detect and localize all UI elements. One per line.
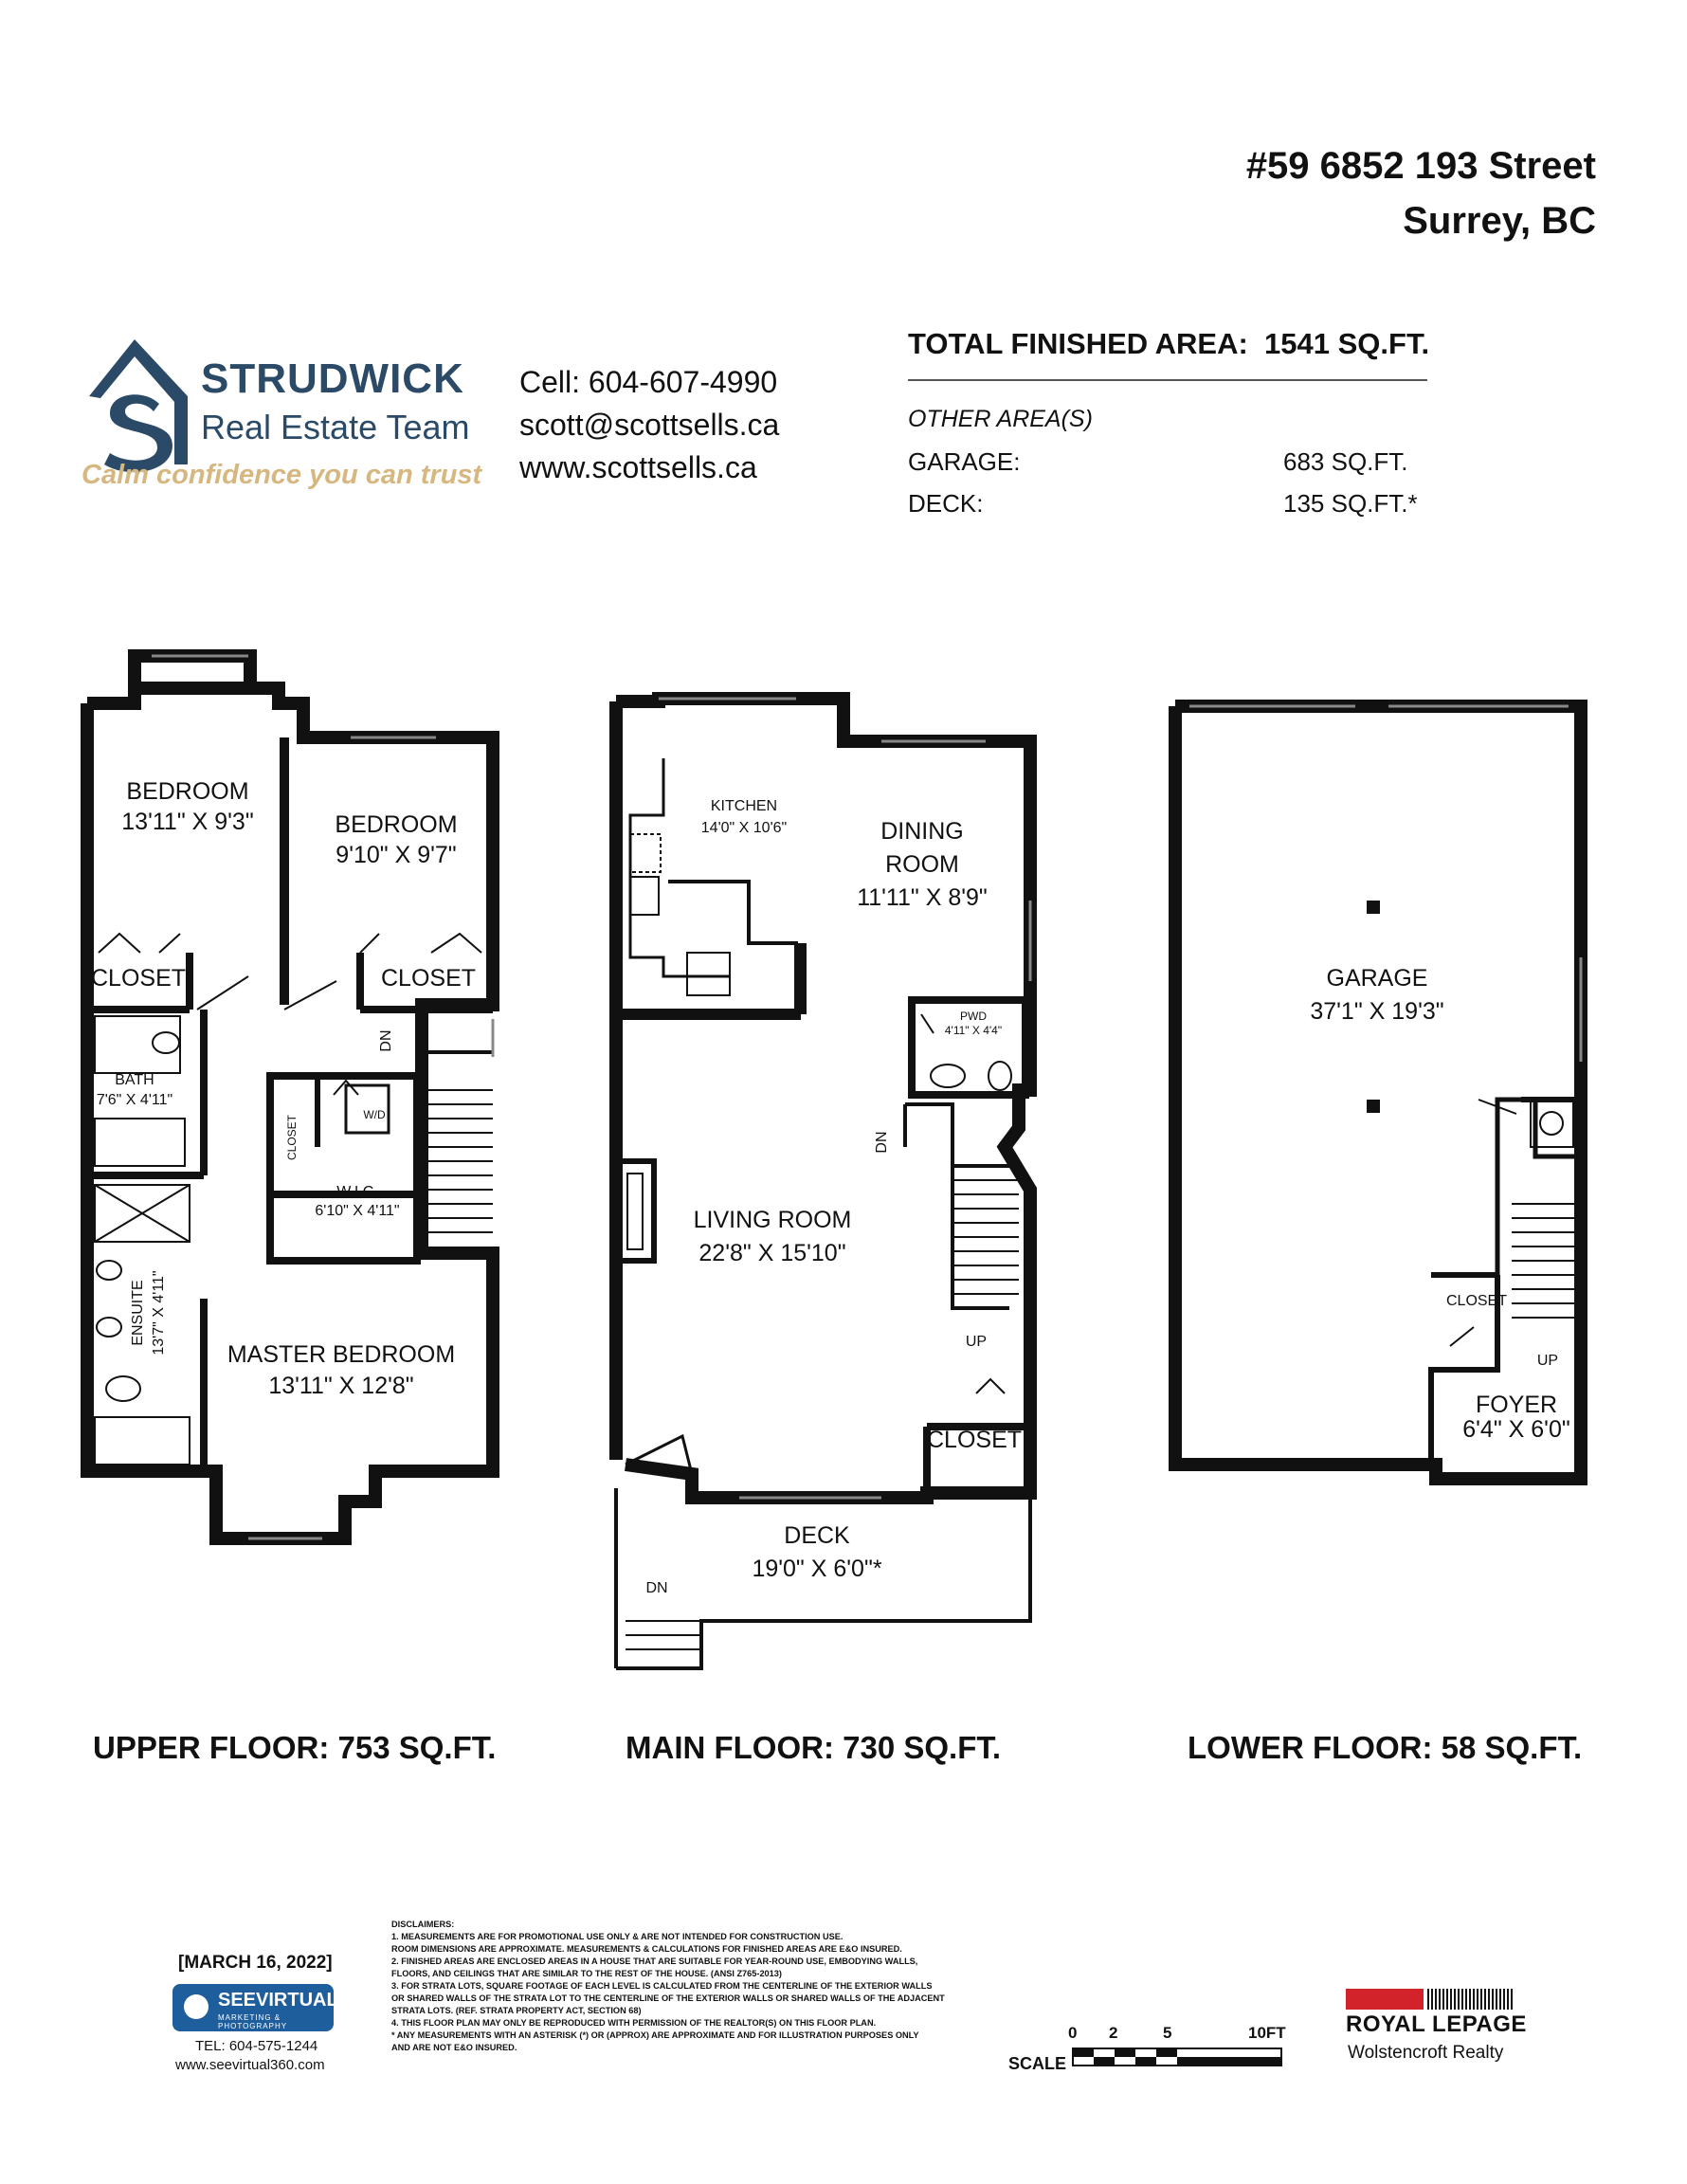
other-areas-label: OTHER AREA(S) bbox=[908, 406, 1093, 432]
royal-lepage-logo-icon bbox=[1346, 1989, 1513, 2010]
room-upper-master-name: MASTER BEDROOM bbox=[227, 1341, 455, 1368]
room-main-dining-dim: 11'11" X 8'9" bbox=[857, 884, 988, 911]
disclaimer-line: 4. THIS FLOOR PLAN MAY ONLY BE REPRODUCE… bbox=[391, 2018, 877, 2028]
area-value: 135 SQ.FT.* bbox=[1283, 489, 1418, 518]
area-label: DECK: bbox=[908, 489, 984, 518]
room-main-closet: CLOSET bbox=[927, 1427, 1022, 1453]
scale-tick: 10FT bbox=[1248, 2024, 1286, 2042]
room-main-kitchen-dim: 14'0" X 10'6" bbox=[701, 820, 787, 836]
room-main-deck-name: DECK bbox=[784, 1522, 850, 1549]
property-address-line1: #59 6852 193 Street bbox=[1245, 145, 1596, 187]
room-upper-bedroom-2-name: BEDROOM bbox=[335, 811, 457, 838]
room-main-pwd-dim: 4'11" X 4'4" bbox=[945, 1024, 1002, 1037]
room-lower-up-label: UP bbox=[1537, 1353, 1558, 1369]
room-upper-bath-dim: 7'6" X 4'11" bbox=[97, 1092, 172, 1108]
upper-floor-plan bbox=[81, 649, 499, 1545]
disclaimer-line: 1. MEASUREMENTS ARE FOR PROMOTIONAL USE … bbox=[391, 1932, 844, 1941]
room-main-living-dim: 22'8" X 15'10" bbox=[698, 1240, 845, 1266]
room-lower-garage-name: GARAGE bbox=[1327, 965, 1428, 992]
room-upper-washer-dryer: W/D bbox=[363, 1108, 386, 1121]
upper-floor-label: UPPER FLOOR: 753 SQ.FT. bbox=[93, 1730, 497, 1765]
room-upper-ensuite-dim: 13'7" X 4'11" bbox=[151, 1270, 167, 1355]
room-lower-garage-dim: 37'1" X 19'3" bbox=[1310, 998, 1443, 1025]
brand-name: STRUDWICK bbox=[201, 355, 464, 402]
garage-post-icon bbox=[1367, 1100, 1380, 1113]
disclaimer-line: STRATA LOTS. (REF. STRATA PROPERTY ACT, … bbox=[391, 2006, 642, 2015]
disclaimers: DISCLAIMERS: 1. MEASUREMENTS ARE FOR PRO… bbox=[391, 1919, 979, 2054]
strudwick-logo-icon bbox=[89, 339, 188, 473]
lower-floor-plan bbox=[1169, 700, 1587, 1485]
disclaimer-line: OR SHARED WALLS OF THE STRATA LOT TO THE… bbox=[391, 1993, 945, 2003]
room-upper-closet-1: CLOSET bbox=[91, 965, 186, 992]
seevirtual-globe-icon bbox=[184, 1994, 209, 2019]
disclaimer-line: ROOM DIMENSIONS ARE APPROXIMATE. MEASURE… bbox=[391, 1944, 902, 1954]
plan-date: [MARCH 16, 2022] bbox=[178, 1953, 333, 1973]
room-upper-master-dim: 13'11" X 12'8" bbox=[268, 1373, 413, 1399]
room-main-dining-name-1: DINING bbox=[880, 818, 964, 845]
total-finished-area: TOTAL FINISHED AREA: 1541 SQ.FT. bbox=[908, 327, 1429, 361]
room-main-dining-name-2: ROOM bbox=[885, 851, 959, 878]
room-upper-bedroom-1-name: BEDROOM bbox=[126, 778, 248, 805]
seevirtual-sub: MARKETING & PHOTOGRAPHY bbox=[218, 2013, 288, 2030]
total-area-divider bbox=[908, 379, 1427, 381]
room-upper-bedroom-2-dim: 9'10" X 9'7" bbox=[336, 842, 456, 868]
disclaimer-line: AND ARE NOT E&O INSURED. bbox=[391, 2043, 517, 2052]
main-floor-plan bbox=[609, 692, 1037, 1670]
contact-cell: Cell: 604-607-4990 bbox=[519, 365, 778, 399]
total-area-label: TOTAL FINISHED AREA: bbox=[908, 327, 1248, 360]
royal-lepage-name: ROYAL LEPAGE bbox=[1346, 2011, 1527, 2037]
royal-lepage-sub: Wolstencroft Realty bbox=[1348, 2043, 1504, 2063]
seevirtual-tel: TEL: 604-575-1244 bbox=[195, 2038, 318, 2054]
room-upper-bath-name: BATH bbox=[115, 1072, 154, 1088]
floor-plans-diagram: BEDROOM 13'11" X 9'3" BEDROOM 9'10" X 9'… bbox=[81, 649, 1587, 1670]
area-label: GARAGE: bbox=[908, 447, 1021, 476]
lower-floor-label: LOWER FLOOR: 58 SQ.FT. bbox=[1188, 1730, 1583, 1765]
room-main-kitchen-name: KITCHEN bbox=[711, 798, 777, 814]
scale-tick: 0 bbox=[1068, 2024, 1078, 2042]
scale-tick: 5 bbox=[1163, 2024, 1172, 2042]
scale-ticks: 0 2 5 10FT bbox=[1066, 2024, 1313, 2045]
garage-post-icon bbox=[1367, 901, 1380, 914]
room-main-pwd-name: PWD bbox=[960, 1010, 987, 1023]
room-upper-ensuite-name: ENSUITE bbox=[130, 1280, 146, 1345]
brand-tagline: Calm confidence you can trust bbox=[82, 460, 482, 490]
seevirtual-web[interactable]: www.seevirtual360.com bbox=[175, 2057, 325, 2073]
room-upper-wic-dim: 6'10" X 4'11" bbox=[315, 1203, 399, 1219]
room-main-dn-label: DN bbox=[874, 1131, 890, 1153]
contact-website[interactable]: www.scottsells.ca bbox=[519, 450, 757, 484]
scale-tick: 2 bbox=[1109, 2024, 1118, 2042]
room-upper-bedroom-1-dim: 13'11" X 9'3" bbox=[121, 809, 253, 835]
brand-subname: Real Estate Team bbox=[201, 408, 470, 446]
scale-bar bbox=[1072, 2048, 1282, 2066]
room-upper-dn-label: DN bbox=[378, 1029, 394, 1051]
area-value: 683 SQ.FT. bbox=[1283, 447, 1408, 476]
room-upper-closet-3: CLOSET bbox=[285, 1114, 299, 1160]
room-main-up-label: UP bbox=[966, 1334, 987, 1350]
disclaimer-line: 3. FOR STRATA LOTS, SQUARE FOOTAGE OF EA… bbox=[391, 1981, 933, 1991]
disclaimer-line: * ANY MEASUREMENTS WITH AN ASTERISK (*) … bbox=[391, 2030, 919, 2040]
room-main-deck-dim: 19'0" X 6'0"* bbox=[752, 1556, 881, 1582]
total-area-value: 1541 SQ.FT. bbox=[1264, 327, 1430, 360]
main-floor-label: MAIN FLOOR: 730 SQ.FT. bbox=[626, 1730, 1002, 1765]
disclaimer-line: DISCLAIMERS: bbox=[391, 1920, 455, 1929]
room-main-living-name: LIVING ROOM bbox=[694, 1207, 852, 1233]
property-address-line2: Surrey, BC bbox=[1403, 200, 1596, 242]
disclaimer-line: 2. FINISHED AREAS ARE ENCLOSED AREAS IN … bbox=[391, 1956, 918, 1966]
room-main-deck-dn-label: DN bbox=[645, 1580, 667, 1596]
room-upper-wic-name: W.I.C. bbox=[336, 1184, 378, 1200]
contact-email[interactable]: scott@scottsells.ca bbox=[519, 408, 780, 442]
seevirtual-name: SEEVIRTUAL bbox=[218, 1990, 338, 2011]
room-lower-foyer-dim: 6'4" X 6'0" bbox=[1462, 1416, 1569, 1443]
scale-title: SCALE bbox=[1008, 2054, 1067, 2073]
disclaimer-line: FLOORS, AND CEILINGS THAT ARE SIMILAR TO… bbox=[391, 1969, 782, 1978]
room-lower-foyer-name: FOYER bbox=[1476, 1392, 1557, 1418]
room-lower-closet: CLOSET bbox=[1446, 1293, 1507, 1309]
seevirtual-logo: SEEVIRTUAL MARKETING & PHOTOGRAPHY bbox=[172, 1984, 338, 2031]
room-upper-closet-2: CLOSET bbox=[381, 965, 476, 992]
